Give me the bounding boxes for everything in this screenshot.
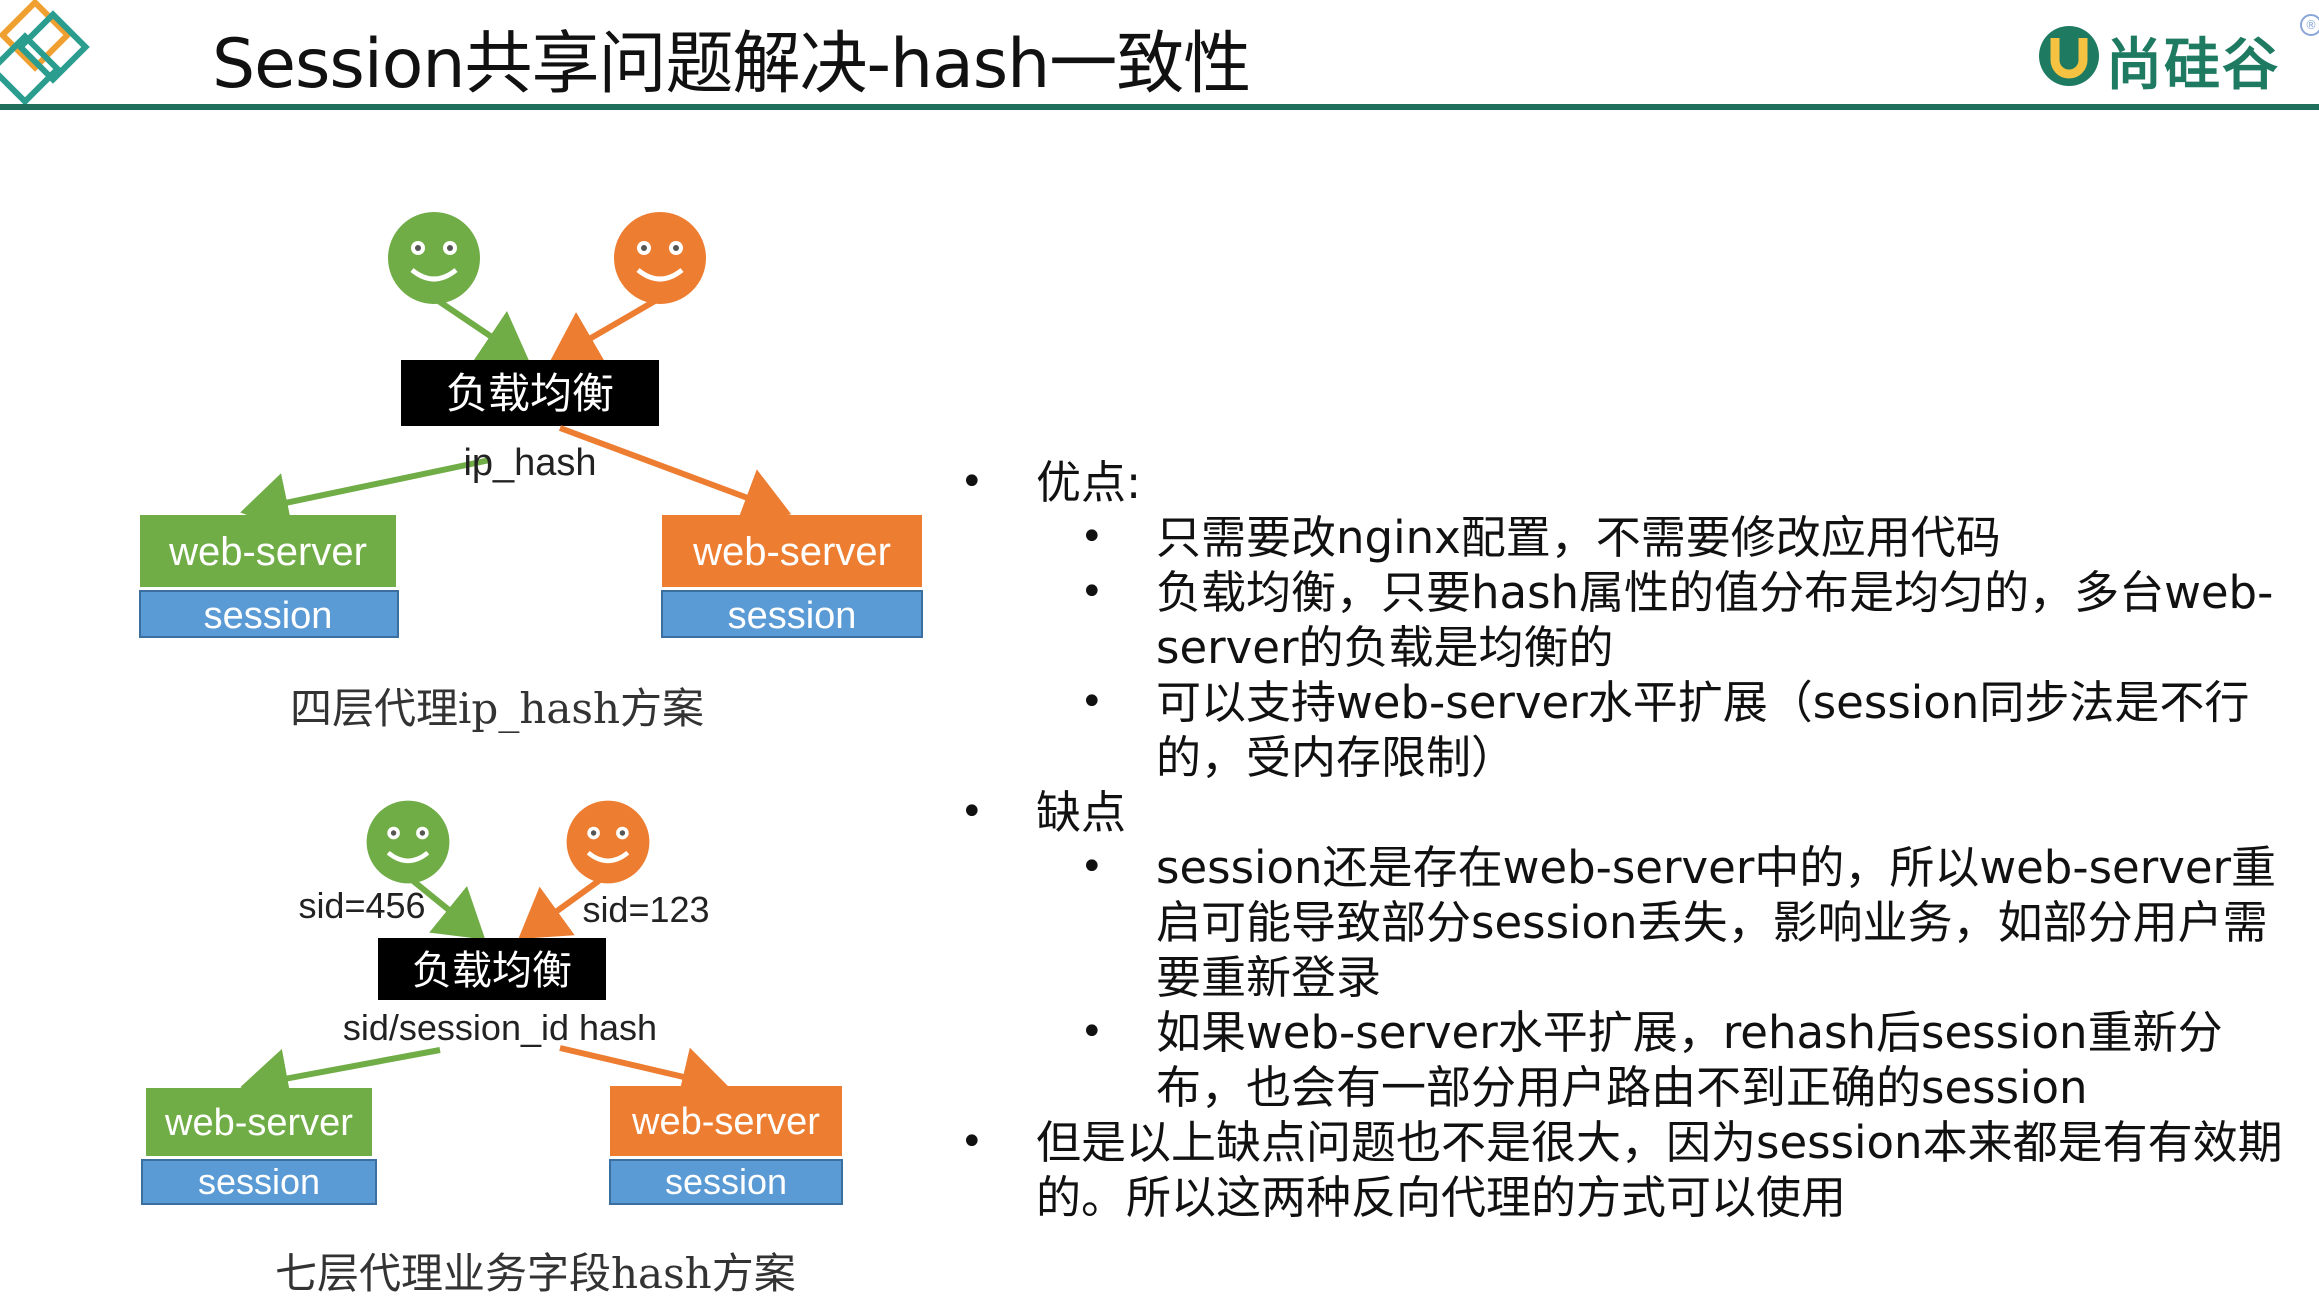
registered-mark-icon: ®	[2300, 14, 2319, 36]
session-label: session	[198, 1161, 320, 1202]
list-item: 可以支持web-server水平扩展（session同步法是不行的，受内存限制）	[960, 675, 2300, 785]
web-server-left-top	[140, 515, 396, 587]
user-icon-orange-bottom	[567, 801, 650, 884]
pros-title: 优点:	[1036, 456, 1142, 509]
hash-label-bottom: sid/session_id hash	[343, 1007, 657, 1048]
session-left-top	[139, 590, 399, 638]
session-right-top	[661, 590, 923, 638]
user-icon-green-bottom	[367, 801, 450, 884]
web-server-right-bottom	[610, 1086, 842, 1156]
session-label: session	[665, 1161, 787, 1202]
sid-label-left: sid=456	[298, 885, 425, 926]
balancer-label-bottom: 负载均衡	[412, 948, 572, 994]
session-label: session	[204, 595, 333, 637]
pros-heading: 优点:	[960, 455, 2300, 510]
proxy-diagrams: 负载均衡 ip_hash web-server session web-serv…	[139, 0, 923, 1205]
session-left-bottom	[141, 1159, 377, 1205]
load-balancer-bottom	[378, 938, 606, 1000]
diamond-logo-icon	[0, 0, 90, 106]
content-list: 优点: 只需要改nginx配置，不需要修改应用代码 负载均衡，只要hash属性的…	[960, 455, 2300, 1225]
balancer-label-top: 负载均衡	[446, 369, 614, 418]
pro-item: 只需要改nginx配置，不需要修改应用代码	[1156, 511, 2001, 564]
conclusion: 但是以上缺点问题也不是很大，因为session本来都是有有效期的。所以这两种反向…	[960, 1115, 2300, 1225]
caption-layer4: 四层代理ip_hash方案	[290, 684, 705, 733]
pro-item: 负载均衡，只要hash属性的值分布是均匀的，多台web-server的负载是均衡…	[1156, 566, 2274, 674]
con-item: 如果web-server水平扩展，rehash后session重新分布，也会有一…	[1156, 1006, 2223, 1114]
u-badge-logo-icon	[2039, 26, 2099, 86]
server-label: web-server	[168, 530, 367, 574]
user-icon-orange-top	[614, 212, 706, 304]
caption-layer7: 七层代理业务字段hash方案	[275, 1249, 796, 1298]
page-title: Session共享问题解决-hash一致性	[212, 25, 1251, 104]
conclusion-text: 但是以上缺点问题也不是很大，因为session本来都是有有效期的。所以这两种反向…	[1036, 1116, 2283, 1224]
sid-label-right: sid=123	[582, 889, 709, 930]
list-item: 负载均衡，只要hash属性的值分布是均匀的，多台web-server的负载是均衡…	[960, 565, 2300, 675]
hash-label-top: ip_hash	[463, 442, 596, 484]
server-label: web-server	[692, 530, 891, 574]
list-item: 只需要改nginx配置，不需要修改应用代码	[960, 510, 2300, 565]
session-label: session	[728, 595, 857, 637]
server-label: web-server	[631, 1101, 820, 1143]
web-server-right-top	[662, 515, 922, 587]
header-divider	[0, 104, 2319, 110]
load-balancer-top	[401, 360, 659, 426]
web-server-left-bottom	[146, 1088, 372, 1156]
list-item: 如果web-server水平扩展，rehash后session重新分布，也会有一…	[960, 1005, 2300, 1115]
cons-heading: 缺点	[960, 785, 2300, 840]
pro-item: 可以支持web-server水平扩展（session同步法是不行的，受内存限制）	[1156, 676, 2250, 784]
server-label: web-server	[164, 1102, 353, 1144]
list-item: session还是存在web-server中的，所以web-server重启可能…	[960, 840, 2300, 1005]
con-item: session还是存在web-server中的，所以web-server重启可能…	[1156, 841, 2277, 1004]
brand-name: 尚硅谷	[2106, 33, 2280, 98]
cons-title: 缺点	[1036, 786, 1127, 839]
session-right-bottom	[609, 1159, 843, 1205]
user-icon-green-top	[388, 212, 480, 304]
